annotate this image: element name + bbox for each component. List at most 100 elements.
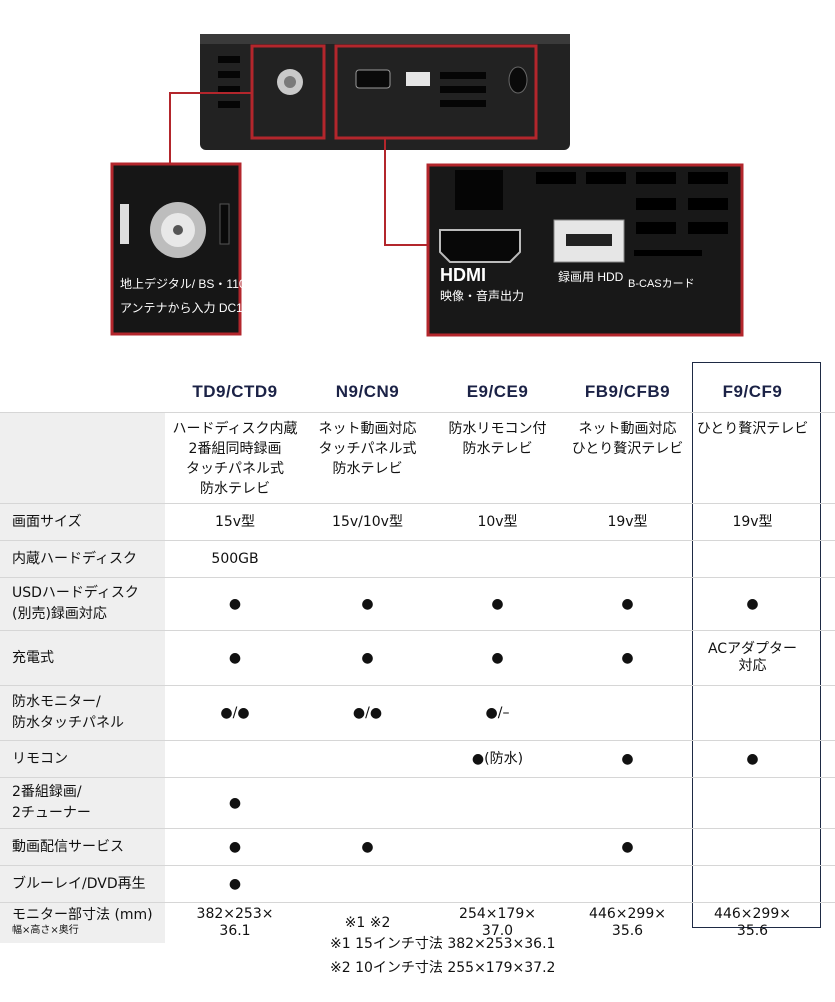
spec-cell: ●/● <box>220 704 250 721</box>
row-label-text: モニター部寸法 (mm) <box>12 907 153 923</box>
footnotes: ※1 15インチ寸法 382×253×36.1 ※2 10インチ寸法 255×1… <box>330 932 555 980</box>
spec-cell <box>430 541 565 577</box>
antenna-zoom: 地上デジタル/ BS・110度CS-IF アンテナから入力 DC15V 最大4W <box>110 162 304 336</box>
spec-cell <box>305 541 430 577</box>
spec-cell <box>165 741 305 777</box>
row-label: 防水モニター/ 防水タッチパネル <box>0 686 165 740</box>
row-label: ブルーレイ/DVD再生 <box>0 866 165 902</box>
antenna-sub-label: アンテナから入力 DC15V 最大4W <box>120 301 304 315</box>
spec-cell <box>305 866 430 902</box>
hdmi-label: 映像・音声出力 <box>440 288 524 303</box>
spec-row: USDハードディスク (別売)録画対応 ● ● ● ● ● <box>0 577 835 630</box>
hdmi-logo: HDMI <box>440 265 486 285</box>
product-description: ネット動画対応 タッチパネル式 防水テレビ <box>318 421 417 477</box>
column-header: N9/CN9 <box>335 382 400 401</box>
spec-cell: ● <box>361 649 374 666</box>
spec-row: 内蔵ハードディスク 500GB <box>0 540 835 577</box>
spec-row: 画面サイズ 15v型 15v/10v型 10v型 19v型 19v型 <box>0 503 835 540</box>
spec-cell <box>565 866 690 902</box>
spec-cell: ● <box>361 595 374 612</box>
spec-cell: ● <box>621 838 634 855</box>
usb-label: 録画用 HDD <box>558 269 624 284</box>
description-row: ハードディスク内蔵 2番組同時録画 タッチパネル式 防水テレビ ネット動画対応 … <box>0 412 835 503</box>
column-header-row: TD9/CTD9 N9/CN9 E9/CE9 FB9/CFB9 F9/CF9 <box>0 372 835 412</box>
column-header: E9/CE9 <box>466 382 529 401</box>
spec-cell: 500GB <box>211 550 259 567</box>
spec-cell <box>565 541 690 577</box>
product-description: ハードディスク内蔵 2番組同時録画 タッチパネル式 防水テレビ <box>172 421 298 497</box>
spec-cell <box>305 778 430 828</box>
spec-cell: ● <box>491 595 504 612</box>
row-label: リモコン <box>0 741 165 777</box>
column-header: FB9/CFB9 <box>584 382 671 401</box>
spec-cell: ※1 ※2 <box>344 914 391 931</box>
spec-cell: ACアダプター 対応 <box>707 641 798 674</box>
spec-row: 2番組録画/ 2チューナー● <box>0 777 835 828</box>
spec-cell: ●/● <box>352 704 383 721</box>
spec-cell: ● <box>746 595 759 612</box>
column-header: TD9/CTD9 <box>192 382 278 401</box>
spec-cell <box>430 866 565 902</box>
spec-row: リモコン ●(防水) ● ● <box>0 740 835 777</box>
spec-cell: ● <box>228 838 242 855</box>
spec-cell: ● <box>621 595 634 612</box>
antenna-label: 地上デジタル/ BS・110度CS-IF <box>120 276 289 291</box>
spec-cell: ● <box>746 750 759 767</box>
spec-cell: ●/– <box>485 704 510 721</box>
spec-cell <box>565 778 690 828</box>
row-label: 動画配信サービス <box>0 829 165 865</box>
spec-cell <box>430 778 565 828</box>
spec-cell <box>690 829 815 865</box>
bcas-label: B-CASカード <box>628 277 695 290</box>
spec-cell: ● <box>361 838 374 855</box>
spec-cell: 254×179× 37.0 <box>459 906 536 939</box>
footnote: ※1 15インチ寸法 382×253×36.1 <box>330 936 556 952</box>
product-rear-photo: 地上デジタル/ BS・110度CS-IF アンテナから入力 DC15V 最大4W… <box>110 34 744 337</box>
spec-row: 動画配信サービス ● ● ● <box>0 828 835 865</box>
spec-cell: ● <box>228 595 242 612</box>
row-label-sub: 幅×高さ×奥行 <box>12 925 79 936</box>
spec-cell: ● <box>491 649 504 666</box>
spec-row: ブルーレイ/DVD再生 ● <box>0 865 835 902</box>
spec-row: 充電式 ● ● ● ● ACアダプター 対応 <box>0 630 835 685</box>
spec-cell <box>690 866 815 902</box>
spec-cell: ● <box>621 649 634 666</box>
spec-cell: 446×299× 35.6 <box>714 906 791 939</box>
f9-highlight-box <box>692 362 821 928</box>
spec-cell: ● <box>621 750 634 767</box>
row-label: モニター部寸法 (mm) 幅×高さ×奥行 <box>0 903 165 943</box>
spec-cell: 15v/10v型 <box>332 513 403 530</box>
device-body <box>200 34 570 150</box>
row-label: 画面サイズ <box>0 504 165 540</box>
row-label: USDハードディスク (別売)録画対応 <box>0 578 165 630</box>
product-description: 防水リモコン付 防水テレビ <box>448 421 547 457</box>
spec-row: 防水モニター/ 防水タッチパネル ●/● ●/● ●/– <box>0 685 835 740</box>
spec-cell <box>565 686 690 740</box>
spec-row: モニター部寸法 (mm) 幅×高さ×奥行 382×253× 36.1 ※1 ※2 254… <box>0 902 835 943</box>
spec-cell: 382×253× 36.1 <box>196 906 274 939</box>
ports-callout-box <box>334 44 538 140</box>
spec-cell <box>430 829 565 865</box>
spec-cell <box>690 686 815 740</box>
spec-cell: 19v型 <box>732 513 773 530</box>
spec-cell <box>690 541 815 577</box>
spec-cell: ● <box>228 875 242 892</box>
footnote: ※2 10インチ寸法 255×179×37.2 <box>330 960 556 976</box>
spec-cell: ●(防水) <box>471 750 524 767</box>
spec-cell: 19v型 <box>607 513 648 530</box>
spec-cell <box>690 778 815 828</box>
row-label: 内蔵ハードディスク <box>0 541 165 577</box>
spec-cell <box>305 741 430 777</box>
ports-zoom: HDMI 映像・音声出力 録画用 HDD B-CASカード <box>426 163 744 337</box>
row-label: 2番組録画/ 2チューナー <box>0 778 165 828</box>
spec-table: TD9/CTD9 N9/CN9 E9/CE9 FB9/CFB9 F9/CF9 ハ… <box>0 372 835 943</box>
product-description: ネット動画対応 ひとり贅沢テレビ <box>571 421 684 457</box>
spec-cell: ● <box>228 649 242 666</box>
spec-cell: 15v型 <box>214 513 256 530</box>
spec-rows: 画面サイズ 15v型 15v/10v型 10v型 19v型 19v型内蔵ハードディスク 50… <box>0 503 835 943</box>
spec-cell: 446×299× 35.6 <box>589 906 666 939</box>
column-header: F9/CF9 <box>722 382 783 401</box>
row-label: 充電式 <box>0 631 165 685</box>
spec-cell: 10v型 <box>477 513 518 530</box>
product-description: ひとり贅沢テレビ <box>696 421 809 437</box>
